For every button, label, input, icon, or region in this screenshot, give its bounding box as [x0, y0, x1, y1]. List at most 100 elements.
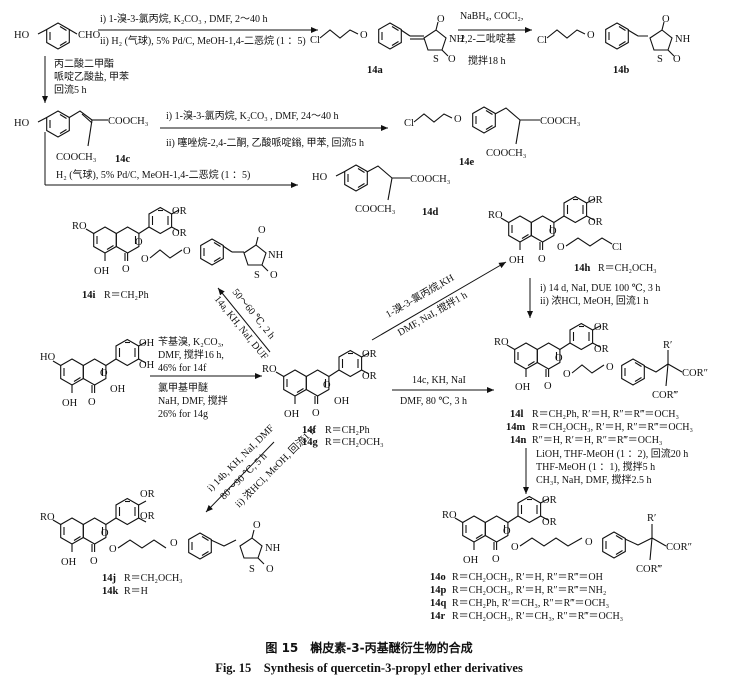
atom-RO-f: RO	[262, 364, 277, 375]
reagent-r9a: LiOH, THF-MeOH (1 ：2), 回流20 h	[536, 447, 688, 460]
atom-OR-l1: OR	[594, 322, 609, 333]
reagent-r3a: 丙二酸二甲酯	[54, 57, 114, 70]
atom-RO-h: RO	[488, 210, 503, 221]
atom-OR-o2: OR	[542, 517, 557, 528]
atom-HO-q: HO	[40, 352, 56, 363]
compound-14b-structure: Cl O S O O NH	[537, 14, 691, 65]
reagent-r3b: 哌啶乙酸盐, 甲苯	[54, 70, 129, 83]
atom-OH-f2: OH	[334, 396, 350, 407]
atom-O-o: O	[492, 554, 500, 565]
atom-O-l: O	[544, 381, 552, 392]
atom-O-e: O	[454, 114, 462, 125]
atom-O-f: O	[312, 408, 320, 419]
atom-O-o3: O	[511, 542, 519, 553]
compound-14b: 14b	[613, 65, 630, 76]
atom-O-j3: O	[109, 544, 117, 555]
figure-caption-en: Fig. 15 Synthesis of quercetin-3-propyl …	[215, 661, 523, 675]
compound-14h-structure: RO OH O O OR OR O Cl	[488, 195, 622, 266]
atom-OH-l: OH	[515, 382, 531, 393]
reagent-r7b: DMF, 搅拌16 h,	[158, 348, 224, 361]
atom-O: O	[360, 30, 368, 41]
atom-OR-h1: OR	[588, 195, 603, 206]
reagent-r4a: i) 1-溴-3-氯丙烷, K₂CO₃ , DMF, 24～40 h	[166, 109, 339, 122]
atom-O-j5: O	[253, 520, 261, 531]
atom-O-j4: O	[170, 538, 178, 549]
atom-OH-q3: OH	[139, 338, 155, 349]
compound-14d-structure: HO COOCH₃ COOCH₃	[312, 164, 451, 215]
atom-HO-d: HO	[312, 172, 328, 183]
atom-HO-c: HO	[14, 118, 30, 129]
arrow-step10	[371, 261, 507, 341]
atom-COOCH3-d1: COOCH₃	[410, 174, 451, 185]
atom-RO-j: RO	[40, 512, 55, 523]
atom-O-i4: O	[183, 246, 191, 257]
atom-OR-j2: OR	[140, 511, 155, 522]
atom-OH-q1: OH	[62, 398, 78, 409]
atom-O-i-ring: O	[135, 237, 143, 248]
atom-O-q: O	[88, 397, 96, 408]
subst-14r: R＝CH₂OCH₃, R′＝CH₃, R″＝R‴＝OCH₃	[452, 611, 623, 622]
compound-14i-structure: RO OH O O OR OR O O S O NH O	[72, 206, 284, 281]
atom-S-b: S	[657, 54, 663, 65]
compound-14a-structure: Cl O S O O NH	[310, 14, 465, 65]
reagent-r7f: 26% for 14g	[158, 409, 208, 420]
atom-COOCH3-c2: COOCH₃	[56, 152, 97, 163]
atom-R1-l: R′	[663, 340, 672, 351]
subst-14n: R″＝H, R′＝H, R″＝R‴＝OCH₃	[532, 435, 662, 446]
compound-14l-14n-structure: RO OH O O OR OR O O R′ COR″ COR‴	[494, 322, 708, 401]
compound-14f-14g-structure: RO OH O O OH OR OR	[262, 349, 377, 420]
atom-COOCH3-d2: COOCH₃	[355, 204, 396, 215]
atom-HO: HO	[14, 30, 30, 41]
atom-Cl-h: Cl	[612, 242, 622, 253]
atom-S-i: S	[254, 270, 260, 281]
reagent-r8a: 14c, KH, NaI	[412, 375, 466, 386]
atom-OR-o1: OR	[542, 495, 557, 506]
atom-O-i: O	[122, 264, 130, 275]
atom-RO-i: RO	[72, 221, 87, 232]
subst-14k: R＝H	[124, 586, 148, 597]
atom-COR3-l: COR‴	[652, 390, 679, 401]
reagent-r8b: DMF, 80 ℃, 3 h	[400, 396, 467, 407]
atom-O-h3: O	[557, 242, 565, 253]
atom-NH-i: NH	[268, 250, 284, 261]
atom-O-b3: O	[662, 14, 670, 25]
reagent-r6a: i) 14 d, NaI, DUE 100 ℃, 3 h	[540, 283, 660, 294]
atom-OR-l2: OR	[594, 344, 609, 355]
atom-O-l4: O	[606, 362, 614, 373]
atom-COR2-l: COR″	[682, 368, 708, 379]
compound-14f: 14f	[302, 425, 317, 436]
reagent-r4b: ii) 噻唑烷-2,4-二酮, 乙酸哌啶鎓, 甲苯, 回流5 h	[166, 136, 364, 149]
compound-14n: 14n	[510, 435, 527, 446]
atom-OR-i1: OR	[172, 206, 187, 217]
atom-COR3-o: COR‴	[636, 564, 663, 575]
compound-14m: 14m	[506, 422, 526, 433]
compound-14o-14r-structure: RO OH O O OR OR O O R′ COR″ COR‴	[442, 495, 692, 575]
atom-O-h: O	[538, 254, 546, 265]
atom-OH-q2: OH	[110, 384, 126, 395]
atom-COOCH3-e2: COOCH₃	[486, 148, 527, 159]
atom-R1-o: R′	[647, 513, 656, 524]
atom-COR2-o: COR″	[666, 542, 692, 553]
reagent-r7d: 氯甲基甲醚	[158, 381, 208, 394]
compound-14o: 14o	[430, 572, 446, 583]
compound-14c: 14c	[115, 154, 131, 165]
figure-caption-cn: 图 15 槲皮素-3-丙基醚衍生物的合成	[265, 640, 472, 655]
arrow-step11	[217, 287, 271, 353]
subst-14j: R＝CH₂OCH₃	[124, 573, 183, 584]
atom-O-i6: O	[270, 270, 278, 281]
atom-O-o4: O	[585, 537, 593, 548]
atom-OR-h2: OR	[588, 217, 603, 228]
compound-14k: 14k	[102, 586, 119, 597]
atom-OH-o: OH	[463, 555, 479, 566]
compound-14g: 14g	[302, 437, 319, 448]
atom-OR-i2: OR	[172, 228, 187, 239]
subst-14g: R＝CH₂OCH₃	[325, 437, 384, 448]
compound-14e-structure: Cl O COOCH₃ COOCH₃	[404, 106, 581, 159]
subst-14h: R＝CH₂OCH₃	[598, 263, 657, 274]
atom-OH-j: OH	[61, 557, 77, 568]
start-4-hydroxybenzaldehyde: HO CHO	[14, 22, 101, 50]
atom-NH: NH	[449, 34, 465, 45]
atom-OR-j1: OR	[140, 489, 155, 500]
compound-14j: 14j	[102, 573, 116, 584]
compound-14i: 14i	[82, 290, 96, 301]
